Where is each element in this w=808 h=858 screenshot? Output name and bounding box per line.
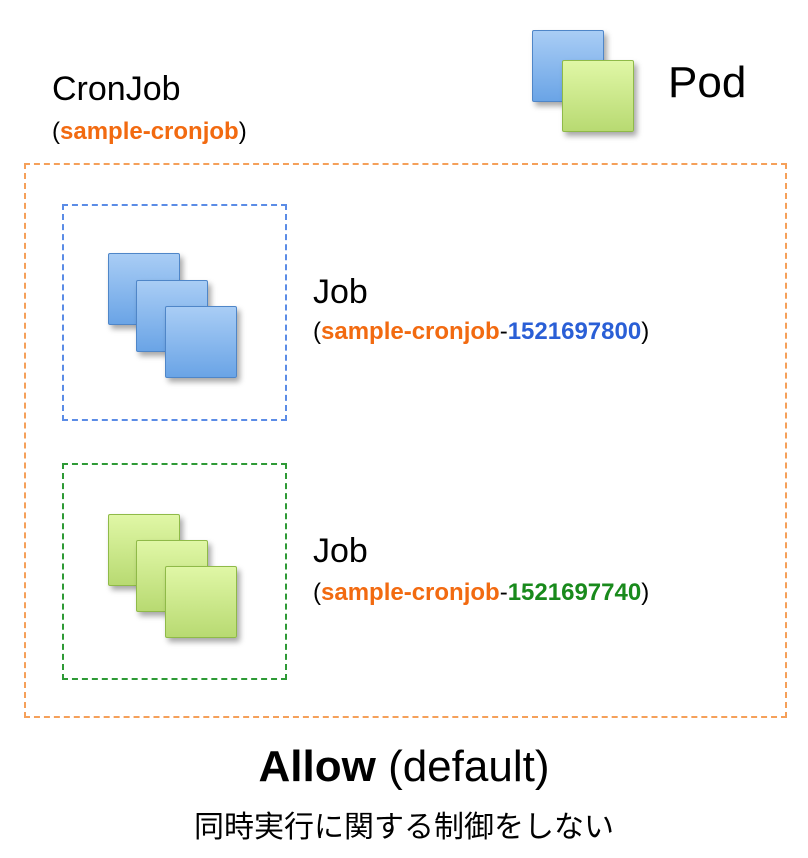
job-name-prefix: sample-cronjob bbox=[321, 579, 500, 606]
policy-heading: Allow (default) bbox=[0, 742, 808, 792]
job-2-title: Job bbox=[313, 532, 368, 570]
paren: ( bbox=[313, 318, 321, 345]
job-1-name: (sample-cronjob-1521697800) bbox=[313, 318, 649, 346]
cronjob-name-text: sample-cronjob bbox=[60, 118, 239, 145]
job-1-title: Job bbox=[313, 273, 368, 311]
policy-name: Allow bbox=[258, 742, 376, 791]
pod-legend-label: Pod bbox=[668, 58, 747, 107]
separator: - bbox=[499, 579, 508, 606]
paren: ( bbox=[52, 118, 60, 145]
separator: - bbox=[499, 318, 508, 345]
policy-description: 同時実行に関する制御をしない bbox=[194, 810, 614, 845]
job-2-boundary bbox=[62, 463, 287, 680]
cronjob-boundary bbox=[24, 163, 787, 718]
cronjob-title: CronJob bbox=[52, 70, 181, 108]
paren: ( bbox=[313, 579, 321, 606]
job-1-boundary bbox=[62, 204, 287, 421]
policy-note: (default) bbox=[388, 742, 550, 791]
job-2-name: (sample-cronjob-1521697740) bbox=[313, 579, 649, 607]
job-timestamp: 1521697800 bbox=[507, 318, 642, 345]
paren: ) bbox=[238, 118, 247, 145]
job-timestamp: 1521697740 bbox=[507, 579, 642, 606]
paren: ) bbox=[641, 318, 650, 345]
cronjob-name: (sample-cronjob) bbox=[52, 118, 247, 146]
job-name-prefix: sample-cronjob bbox=[321, 318, 500, 345]
paren: ) bbox=[641, 579, 650, 606]
